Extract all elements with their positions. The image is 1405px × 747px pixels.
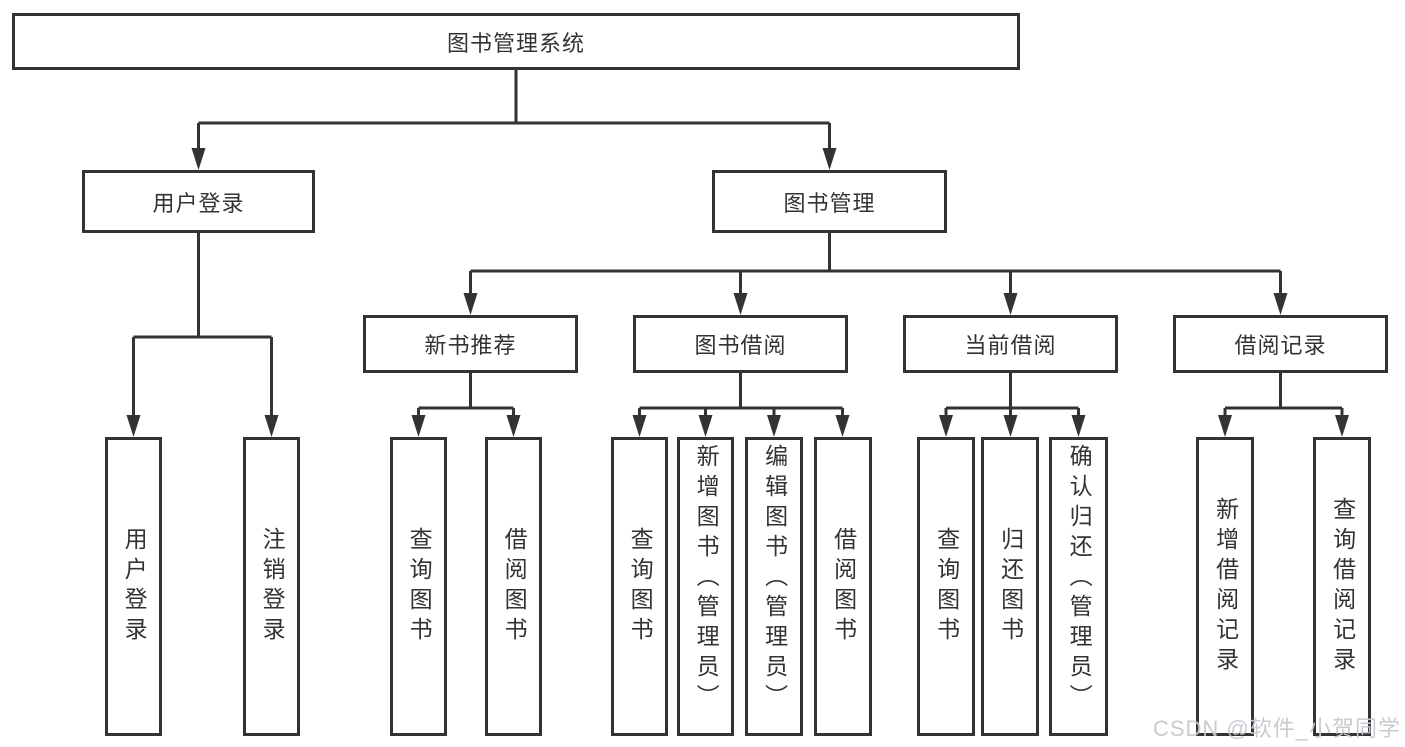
arrowhead-down	[1335, 415, 1349, 437]
leaf-borrow-book-label: 借阅图书	[830, 526, 857, 647]
leaf-borrow-book: 借阅图书	[814, 437, 872, 736]
arrowhead-down	[1003, 415, 1018, 437]
arrowhead-down	[1003, 293, 1018, 315]
node-root: 图书管理系统	[12, 13, 1020, 70]
leaf-query-borrow-record-label: 查询借阅记录	[1329, 496, 1356, 677]
leaf-query-borrow-record: 查询借阅记录	[1313, 437, 1371, 736]
connector-borrow-records	[1218, 373, 1349, 437]
arrowhead-down	[939, 415, 953, 437]
leaf-borrow-book-recommend-label: 借阅图书	[501, 526, 528, 647]
node-book-borrow: 图书借阅	[633, 315, 848, 373]
arrowhead-down	[1273, 293, 1288, 315]
arrowhead-down	[191, 148, 206, 170]
node-current-borrow-label: 当前借阅	[964, 333, 1057, 358]
arrowhead-down	[264, 415, 279, 437]
connector-user-login	[126, 233, 279, 437]
leaf-confirm-return-admin-label: 确认归还（管理员）	[1066, 444, 1093, 714]
node-new-book-recommend-label: 新书推荐	[424, 333, 517, 358]
leaf-edit-book-admin: 编辑图书（管理员）	[745, 437, 803, 736]
connector-path	[1223, 373, 1344, 417]
connector-path	[197, 70, 831, 150]
leaf-query-book-current: 查询图书	[917, 437, 975, 736]
leaf-add-book-admin: 新增图书（管理员）	[677, 437, 734, 736]
node-book-borrow-label: 图书借阅	[694, 333, 787, 358]
node-book-management-label: 图书管理	[783, 190, 876, 216]
leaf-user-login-label: 用户登录	[121, 526, 148, 647]
leaf-edit-book-admin-label: 编辑图书（管理员）	[761, 444, 788, 714]
arrowhead-down	[835, 415, 850, 437]
node-user-login-label: 用户登录	[152, 190, 245, 216]
leaf-add-borrow-record: 新增借阅记录	[1196, 437, 1254, 736]
arrowhead-down	[1071, 415, 1086, 437]
leaf-borrow-book-recommend: 借阅图书	[485, 437, 542, 736]
leaf-query-book-recommend: 查询图书	[390, 437, 447, 736]
leaf-return-book: 归还图书	[981, 437, 1039, 736]
leaf-user-login: 用户登录	[105, 437, 162, 736]
arrowhead-down	[822, 148, 837, 170]
node-book-management: 图书管理	[712, 170, 947, 233]
arrowhead-down	[767, 415, 781, 437]
csdn-watermark: CSDN @软件_小贺同学	[1152, 716, 1401, 741]
leaf-query-book-borrow-label: 查询图书	[627, 526, 654, 647]
connector-path	[638, 373, 844, 417]
leaf-return-book-label: 归还图书	[997, 526, 1024, 647]
node-new-book-recommend: 新书推荐	[363, 315, 578, 373]
arrowhead-down	[698, 415, 713, 437]
arrowhead-down	[1218, 415, 1232, 437]
arrowhead-down	[463, 293, 478, 315]
connector-path	[132, 233, 273, 417]
leaf-add-book-admin-label: 新增图书（管理员）	[693, 444, 720, 714]
connector-new-book-recommend	[411, 373, 521, 437]
connector-current-borrow	[939, 373, 1086, 437]
leaf-query-book-borrow: 查询图书	[611, 437, 668, 736]
node-user-login: 用户登录	[82, 170, 315, 233]
arrowhead-down	[733, 293, 748, 315]
node-root-label: 图书管理系统	[446, 30, 585, 56]
arrowhead-down	[632, 415, 647, 437]
arrowhead-down	[411, 415, 426, 437]
connector-book-borrow	[632, 373, 850, 437]
node-borrow-records-label: 借阅记录	[1234, 333, 1327, 358]
leaf-query-book-current-label: 查询图书	[933, 526, 960, 647]
connector-root	[191, 70, 837, 170]
connector-path	[417, 373, 515, 417]
node-borrow-records: 借阅记录	[1173, 315, 1388, 373]
connector-book-management	[463, 233, 1288, 315]
leaf-query-book-recommend-label: 查询图书	[406, 526, 433, 647]
node-current-borrow: 当前借阅	[903, 315, 1118, 373]
leaf-logout-label: 注销登录	[259, 526, 286, 647]
connector-path	[944, 373, 1080, 417]
arrowhead-down	[506, 415, 521, 437]
leaf-confirm-return-admin: 确认归还（管理员）	[1049, 437, 1108, 736]
leaf-add-borrow-record-label: 新增借阅记录	[1212, 496, 1239, 677]
arrowhead-down	[126, 415, 141, 437]
leaf-logout: 注销登录	[243, 437, 300, 736]
connector-path	[469, 233, 1282, 295]
